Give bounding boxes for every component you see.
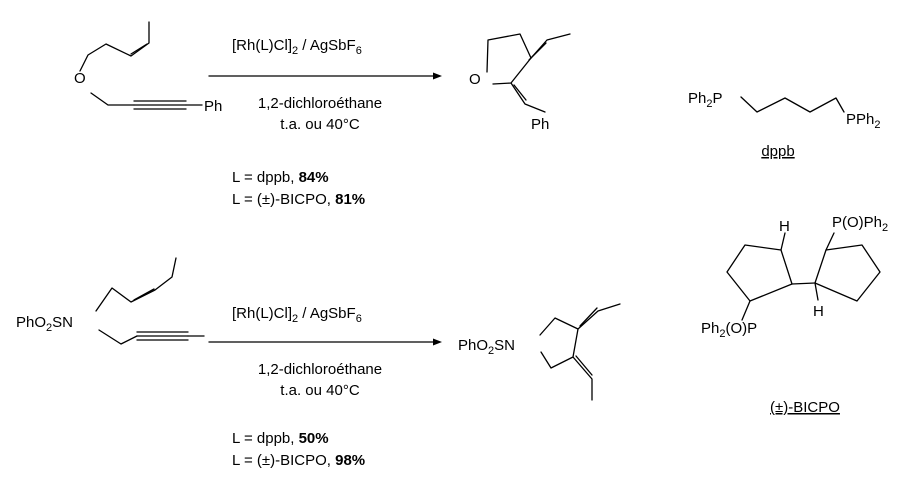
reaction2-yields: L = dppb, 50% L = (±)-BICPO, 98% [232,430,365,469]
reaction1-conditions: [Rh(L)Cl]2 / AgSbF6 1,2-dichloroéthane t… [208,37,442,133]
product-phenyl-label: Ph [531,116,549,133]
reaction2-conditions: [Rh(L)Cl]2 / AgSbF6 1,2-dichloroéthane t… [208,305,442,399]
bicpo-hydrogen-bottom: H [813,303,824,320]
reaction2-yield-bicpo: L = (±)-BICPO, 98% [232,452,365,469]
reaction1-temperature: t.a. ou 40°C [280,116,360,133]
bicpo-top-phosphine-label: P(O)Ph2 [832,214,888,234]
reaction1-yield-dppb: L = dppb, 84% [232,169,329,186]
reaction2-substrate: PhO2SN [16,257,205,345]
reaction1-arrow-head [433,72,442,80]
product-oxygen-label: O [469,71,481,88]
reaction1-product: O Ph [469,33,571,133]
reaction2-yield-dppb: L = dppb, 50% [232,430,329,447]
oxygen-atom-label: O [74,70,86,87]
reaction2-temperature: t.a. ou 40°C [280,382,360,399]
ligand-dppb: Ph2P PPh2 dppb [688,90,880,160]
reaction2-reagent: [Rh(L)Cl]2 / AgSbF6 [232,305,362,325]
bicpo-name: (±)-BICPO [770,399,840,416]
bicpo-bottom-phosphine-label: Ph2(O)P [701,320,757,340]
dppb-name: dppb [761,143,794,160]
reaction1-solvent: 1,2-dichloroéthane [258,95,382,112]
reaction1-yields: L = dppb, 84% L = (±)-BICPO, 81% [232,169,365,208]
reaction1-substrate: O Ph [74,21,222,115]
product-sulfonamide-label: PhO2SN [458,337,515,357]
reaction1-reagent: [Rh(L)Cl]2 / AgSbF6 [232,37,362,57]
ligand-bicpo: P(O)Ph2 H H Ph2(O)P (±)-BICPO [701,214,888,416]
reaction2-arrow-head [433,338,442,346]
phenyl-label: Ph [204,98,222,115]
dppb-right-phosphine-label: PPh2 [846,111,880,131]
reaction1-yield-bicpo: L = (±)-BICPO, 81% [232,191,365,208]
reaction2-product: PhO2SN [458,303,621,401]
dppb-left-phosphine-label: Ph2P [688,90,723,110]
sulfonamide-label: PhO2SN [16,314,73,334]
bicpo-hydrogen-top: H [779,218,790,235]
reaction2-solvent: 1,2-dichloroéthane [258,361,382,378]
